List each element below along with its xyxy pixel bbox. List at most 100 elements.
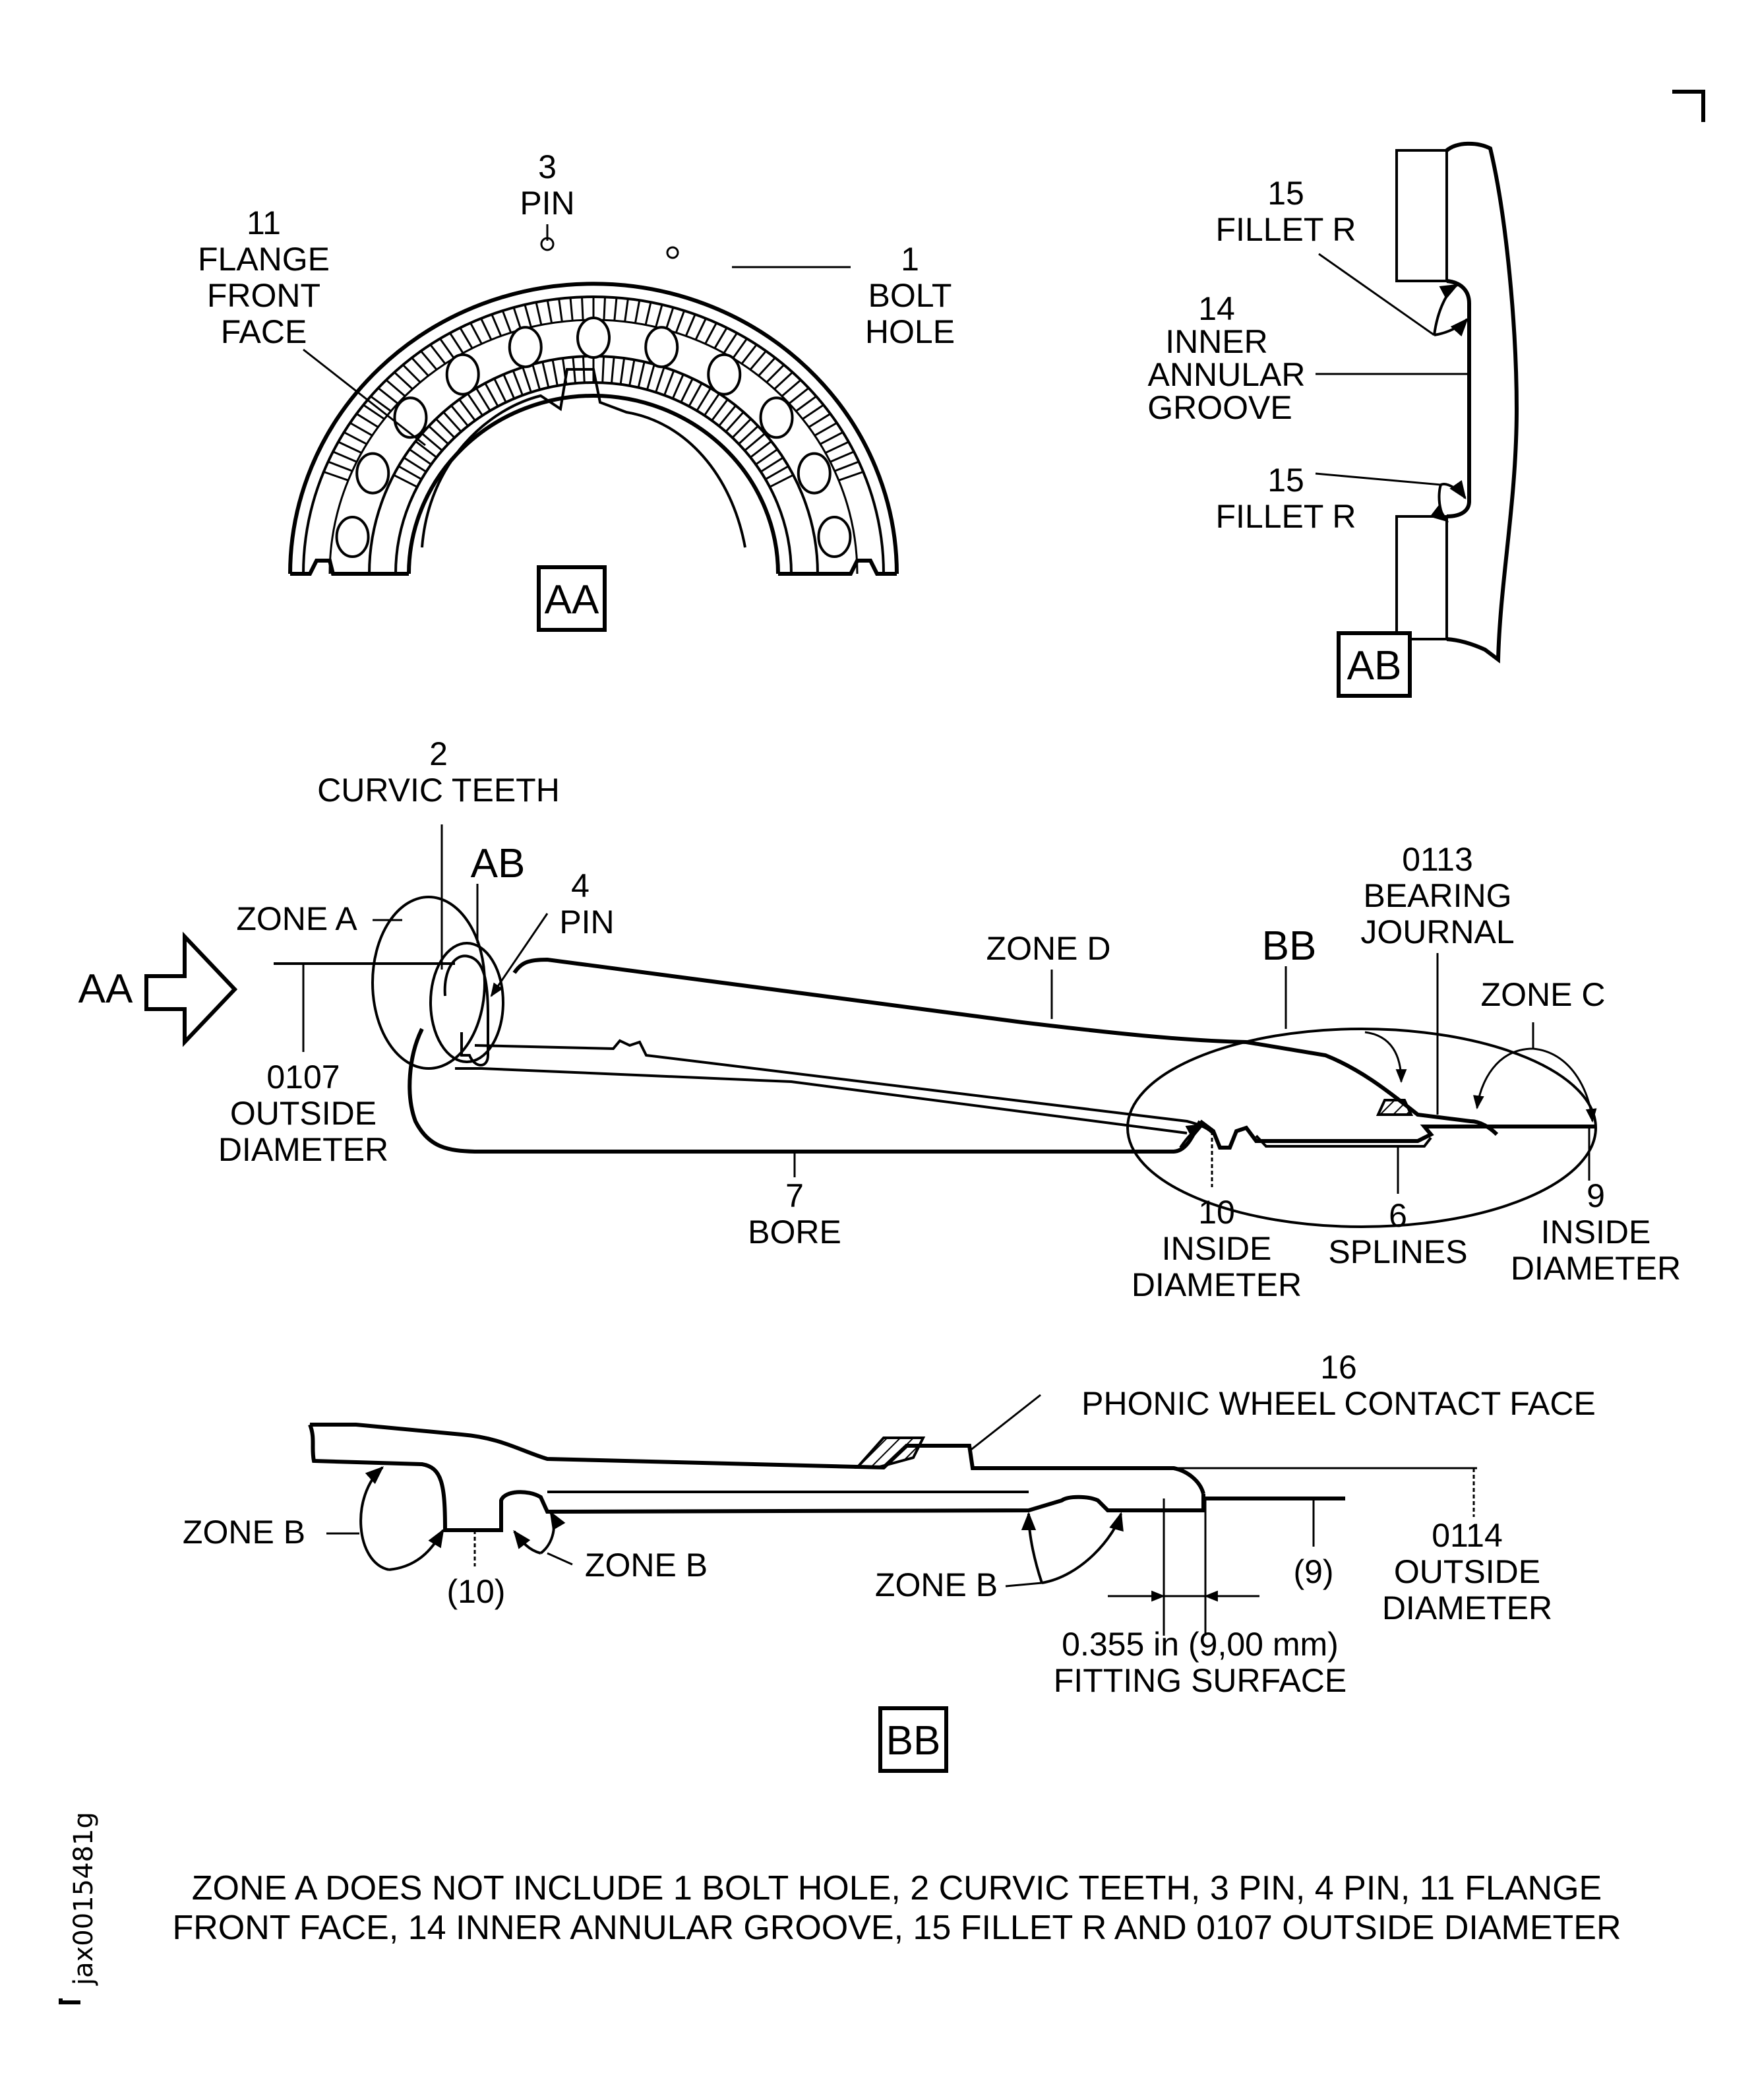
bb-callout-od0114-line2: DIAMETER: [1382, 1590, 1552, 1626]
aa-tooth: [411, 357, 429, 377]
aa-tooth: [675, 310, 686, 333]
side-right-end: [1199, 1119, 1596, 1150]
bb-part-top: [310, 1423, 1205, 1495]
aa-tooth: [484, 383, 499, 407]
zone-a-circle: [371, 896, 486, 1070]
aa-tooth: [356, 413, 379, 428]
detail-ab-circle: [429, 942, 504, 1063]
aa-tooth: [725, 411, 744, 433]
aa-tag-box: [537, 565, 607, 632]
figure-id-text: jax0015481g: [69, 1812, 99, 1986]
aa-tooth: [420, 350, 438, 371]
aa-bolt-hole: [797, 452, 832, 495]
aa-pin-hole: [666, 246, 679, 259]
aa-tooth: [421, 433, 443, 452]
side-callout-splines-number: 6: [1389, 1197, 1407, 1234]
aa-callout-pin-label: PIN: [520, 185, 574, 222]
zone-b-arrow: [513, 1529, 541, 1555]
detail-bb-ellipse: [1126, 1028, 1597, 1228]
side-zone-a: ZONE A: [236, 900, 357, 937]
aa-tooth: [830, 450, 855, 463]
ab-fillet-arrow: [1434, 317, 1468, 337]
aa-tooth: [415, 440, 437, 458]
aa-tooth: [613, 297, 618, 321]
bb-zone-b-right: ZONE B: [875, 1566, 998, 1603]
aa-bolt-hole: [508, 326, 543, 369]
aa-callout-bolt-line1: BOLT: [868, 277, 952, 314]
ab-callout-groove-number: 14: [1198, 290, 1235, 327]
aa-bolt-hole: [335, 515, 370, 558]
aa-tooth: [814, 421, 837, 437]
bb-fitting-dimension: 0.355 in (9,00 mm): [1062, 1626, 1339, 1663]
side-journal-hatch: [1376, 1099, 1414, 1116]
aa-tooth: [723, 332, 738, 354]
side-callout-bore-number: 7: [785, 1177, 804, 1214]
aa-tooth: [711, 398, 729, 421]
aa-tooth: [755, 448, 778, 466]
bb-hatch-phonic: [854, 1436, 926, 1469]
aa-tooth: [760, 456, 784, 473]
aa-tooth: [628, 359, 636, 386]
aa-tooth: [808, 413, 831, 428]
view-bb: ZONE B (10) ZONE B ZONE B 16 PHONIC WHEE…: [183, 1349, 1596, 1773]
ab-callout-fillet-bottom-number: 15: [1267, 462, 1304, 499]
aa-bolt-hole: [576, 317, 611, 359]
aa-tooth: [475, 387, 491, 412]
view-ab: 15 FILLET R 14 INNER ANNULAR GROOVE 15 F…: [1147, 141, 1519, 698]
aa-tooth: [449, 332, 464, 354]
aa-tooth: [370, 395, 392, 412]
aa-tooth: [450, 404, 469, 427]
bb-ref9: (9): [1293, 1553, 1333, 1590]
side-callout-bore-label: BORE: [748, 1214, 841, 1251]
bb-fitting-label: FITTING SURFACE: [1054, 1662, 1347, 1699]
aa-tooth: [323, 470, 349, 481]
zone-b-arrow: [1041, 1512, 1124, 1584]
aa-callout-flange-line1: FLANGE: [198, 241, 330, 278]
aa-tooth: [758, 357, 776, 377]
aa-tooth: [582, 356, 586, 383]
aa-tooth: [680, 378, 694, 403]
aa-tooth: [541, 361, 550, 388]
aa-tooth: [459, 327, 473, 349]
aa-tooth: [738, 425, 759, 445]
aa-tooth: [788, 387, 810, 404]
aa-tooth: [493, 378, 507, 403]
aa-tooth: [769, 474, 794, 488]
aa-tooth: [344, 431, 367, 445]
aa-tooth: [328, 460, 353, 472]
aa-tooth: [439, 338, 455, 359]
ab-fillet-arrow: [1433, 284, 1459, 336]
bb-tag: BB: [886, 1718, 941, 1764]
aa-teeth: [323, 297, 864, 488]
aa-tooth: [718, 404, 737, 427]
aa-tooth: [671, 374, 684, 399]
aa-tooth: [385, 379, 406, 397]
aa-tooth: [655, 304, 663, 328]
ab-callout-fillet-top-number: 15: [1267, 175, 1304, 212]
aa-leader-flange: [303, 348, 426, 447]
phonic-leader: [969, 1394, 1041, 1452]
side-detail-bb-label: BB: [1262, 923, 1317, 969]
pin4-leader: [490, 913, 549, 997]
side-callout-od0107-number: 0107: [266, 1059, 340, 1096]
aa-bolt-hole: [644, 326, 679, 369]
aa-tooth: [834, 460, 859, 472]
aa-tag: AA: [545, 577, 599, 623]
aa-tooth: [610, 357, 615, 384]
aa-tooth: [663, 370, 675, 396]
bb-part-left: [308, 1423, 1205, 1532]
side-callout-journal-line2: JOURNAL: [1360, 913, 1514, 950]
side-detail-ab-label: AB: [471, 841, 526, 886]
aa-tooth: [580, 297, 584, 321]
ab-block-bottom: [1395, 515, 1448, 640]
zone-b-arrow: [388, 1528, 444, 1571]
aa-tooth: [741, 344, 758, 365]
ab-leader-fillet-bottom: [1315, 472, 1441, 486]
ab-callout-groove-line3: GROOVE: [1147, 389, 1292, 426]
aa-tooth: [442, 411, 462, 433]
side-part-outline: [408, 1028, 1202, 1154]
aa-tooth: [501, 310, 512, 333]
side-callout-journal-line1: BEARING: [1363, 877, 1511, 914]
side-callout-od0107-line1: OUTSIDE: [230, 1095, 377, 1132]
aa-tooth: [531, 363, 541, 390]
